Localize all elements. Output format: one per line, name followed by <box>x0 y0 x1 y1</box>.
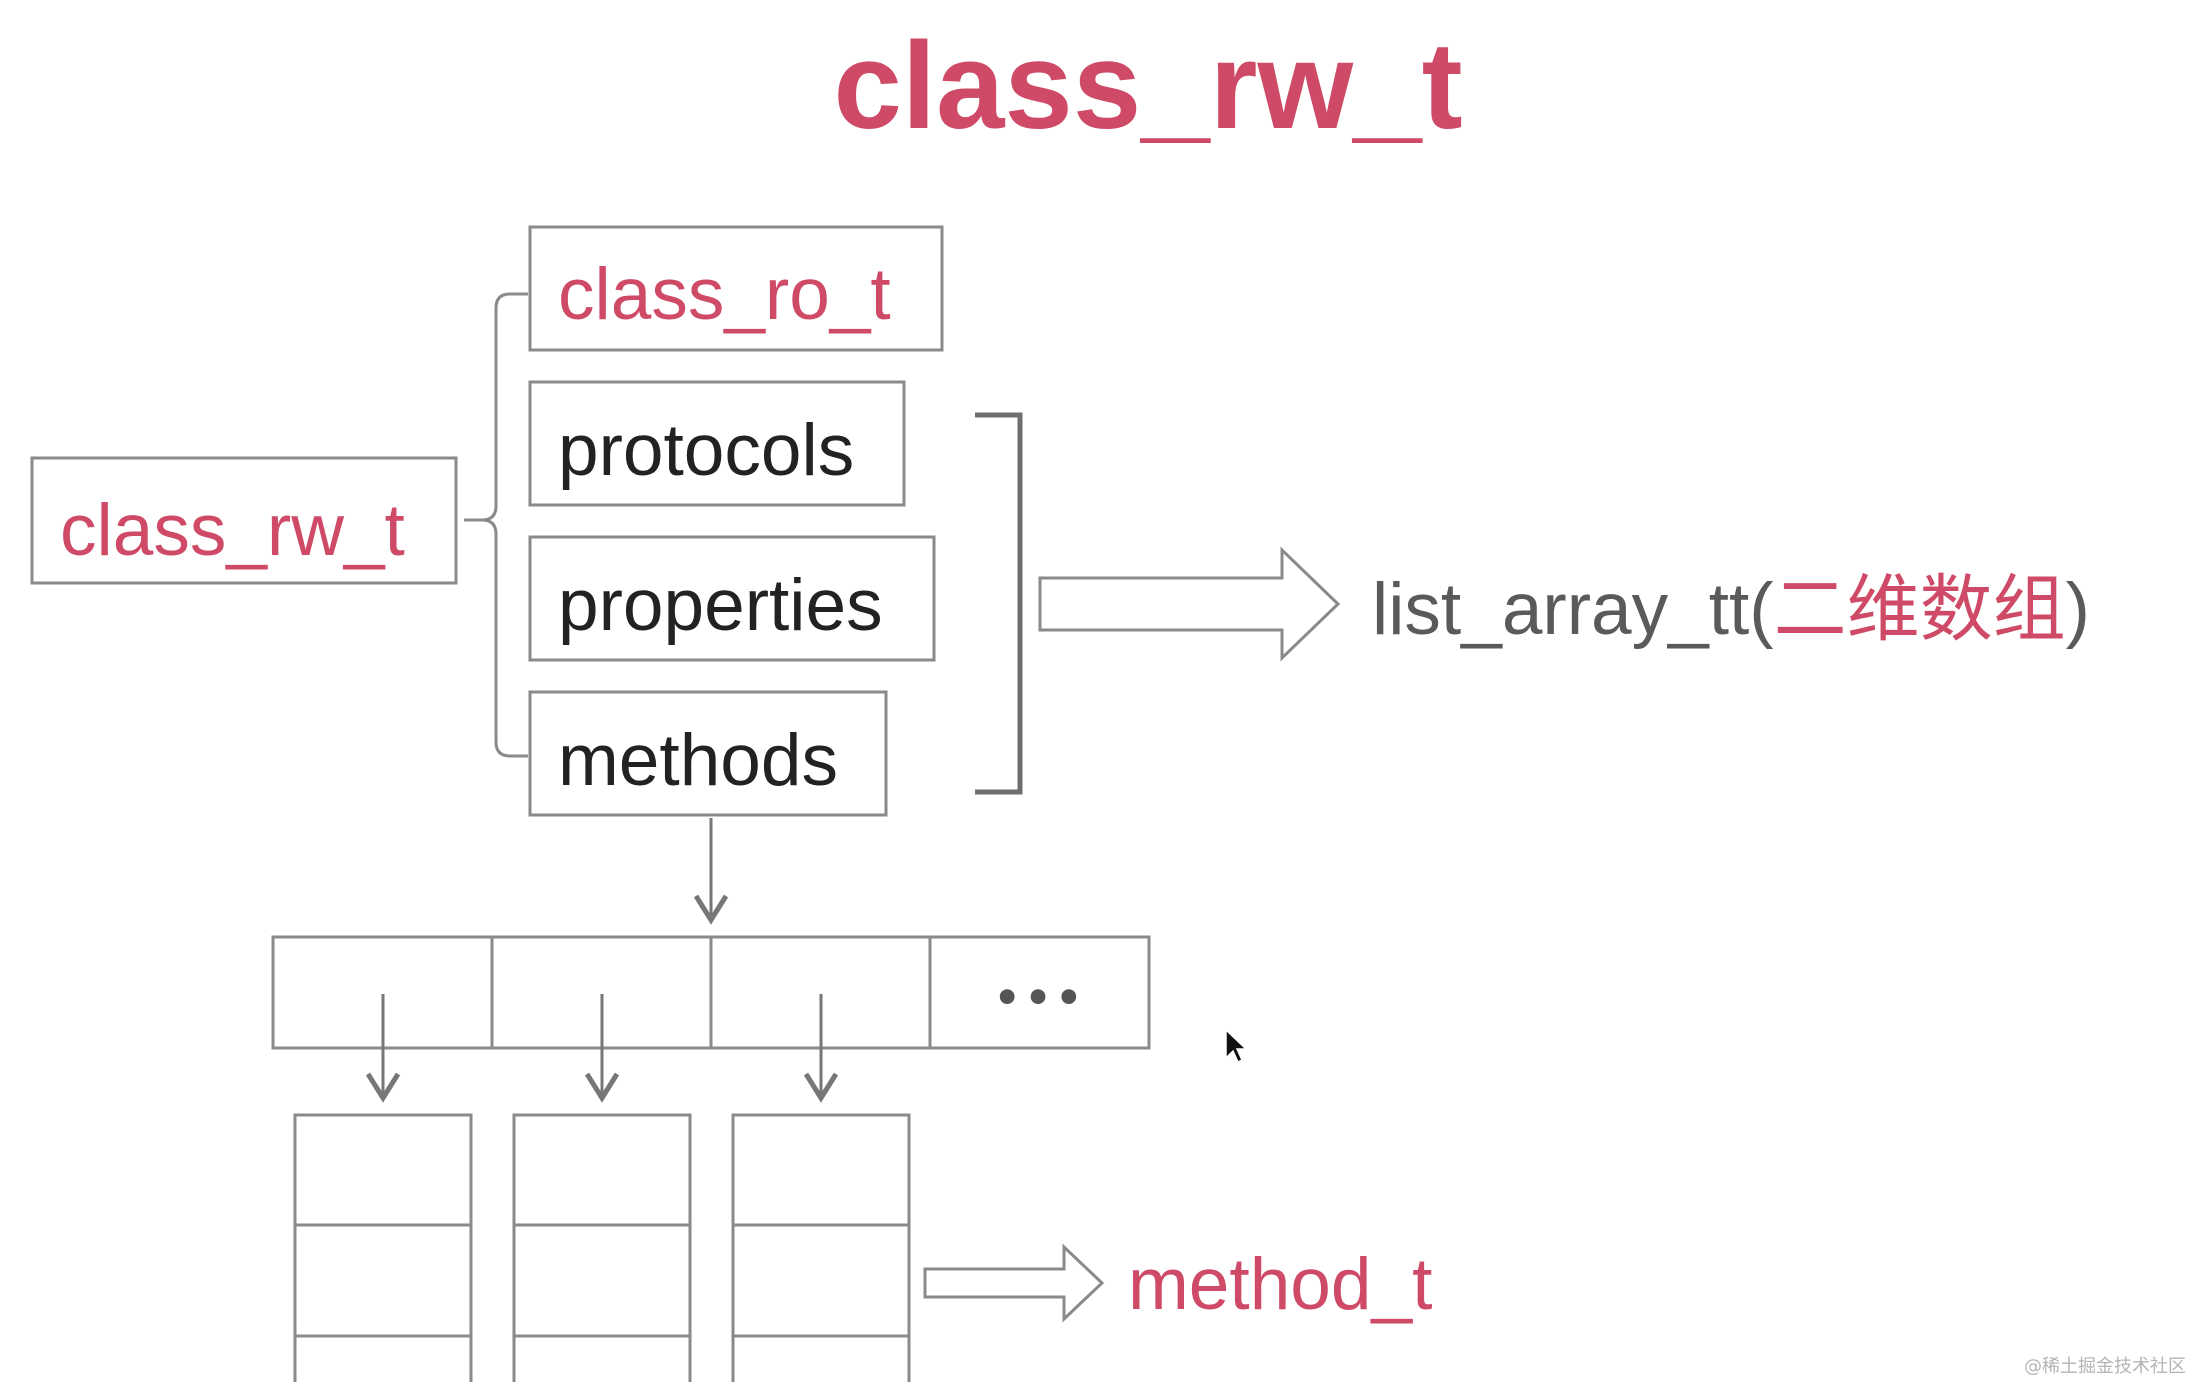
list-array-arrow <box>1038 546 1341 662</box>
member-methods: methods <box>528 690 888 817</box>
member-methods-box <box>528 690 888 817</box>
member-properties-label: properties <box>558 565 883 646</box>
list-array-highlight: 二维数组 <box>1774 567 2066 652</box>
method-list-column-box <box>731 1113 911 1382</box>
watermark: @稀土掘金技术社区 <box>2024 1356 2186 1377</box>
method-t-arrow <box>923 1243 1105 1323</box>
method-list-column <box>512 1113 692 1382</box>
method-list-column <box>293 1113 473 1382</box>
diagram-title: class_rw_t <box>833 18 1462 155</box>
cell-arrow <box>365 994 401 1103</box>
root-node-label: class_rw_t <box>60 490 405 571</box>
member-protocols-box <box>528 380 906 507</box>
cell-arrow <box>584 994 620 1103</box>
member-class-ro-t-box <box>528 225 944 352</box>
method-list-column-box <box>293 1113 473 1382</box>
cell-arrow-head <box>803 1072 839 1103</box>
member-brace <box>464 292 528 758</box>
member-protocols-label: protocols <box>558 410 854 491</box>
array-ellipsis: ••• <box>994 973 1087 1022</box>
member-class-ro-t-label: class_ro_t <box>558 254 891 335</box>
method-list-column-box <box>512 1113 692 1382</box>
list-array-prefix: list_array_tt( <box>1372 569 1774 650</box>
root-node: class_rw_t <box>30 456 458 585</box>
method-t-label: method_t <box>1128 1244 1432 1325</box>
method-list-column <box>731 1113 911 1382</box>
list-array-label: list_array_tt(二维数组) <box>1372 567 2090 652</box>
group-bracket <box>975 412 1023 795</box>
cell-arrow-head <box>584 1072 620 1103</box>
methods-down-arrow-head <box>693 894 729 925</box>
cell-arrow-head <box>365 1072 401 1103</box>
member-protocols: protocols <box>528 380 906 507</box>
member-properties-box <box>528 535 936 662</box>
member-properties: properties <box>528 535 936 662</box>
root-node-box <box>30 456 458 585</box>
list-array-suffix: ) <box>2066 569 2090 650</box>
mouse-cursor-icon <box>1225 1028 1248 1064</box>
method-list-array: ••• <box>271 935 1151 1050</box>
member-class-ro-t: class_ro_t <box>528 225 944 352</box>
cell-arrow <box>803 994 839 1103</box>
methods-down-arrow <box>693 818 729 925</box>
member-methods-label: methods <box>558 720 838 801</box>
